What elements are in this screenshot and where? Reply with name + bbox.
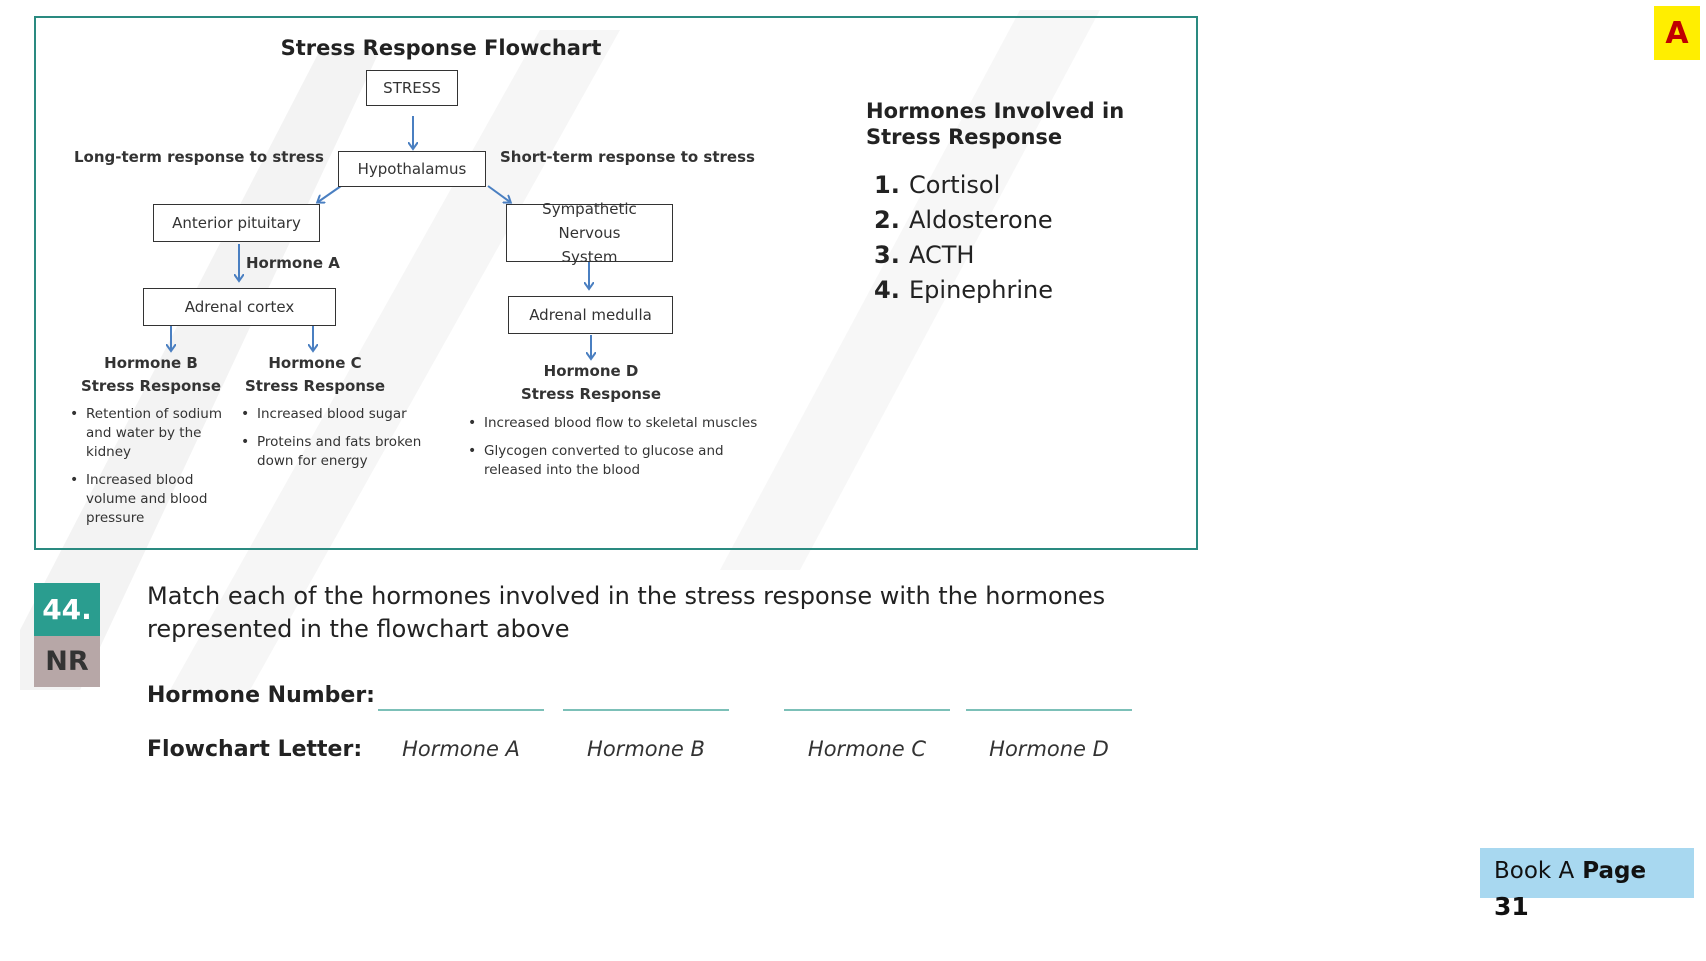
answer-key-badge: A	[1654, 6, 1700, 60]
hormone-list: 1.Cortisol 2.Aldosterone 3.ACTH 4.Epinep…	[874, 168, 1053, 308]
letter-hormone-c: Hormone C	[807, 737, 927, 761]
node-adrenal-cortex: Adrenal cortex	[143, 288, 336, 326]
question-text: Match each of the hormones involved in t…	[147, 582, 1106, 643]
hormone-c-title: Hormone C Stress Response	[244, 354, 386, 395]
list-item: Increased blood volume and blood pressur…	[70, 471, 230, 528]
arrow-hypothalamus-sympathetic	[487, 185, 510, 202]
letter-hormone-d: Hormone D	[989, 737, 1109, 761]
flowchart-arrows	[36, 116, 1200, 552]
page-label: Page	[1582, 858, 1647, 884]
flowchart-title: Stress Response Flowchart	[280, 36, 602, 60]
flowchart-figure: Stress Response Flowchart STRESS Hypotha…	[34, 16, 1198, 550]
node-sympathetic-nervous-system: Sympathetic Nervous System	[506, 200, 673, 266]
hormone-d-list: Increased blood flow to skeletal muscles…	[468, 414, 778, 489]
hormone-number-label: Hormone Number:	[147, 683, 375, 708]
node-stress: STRESS	[366, 70, 458, 106]
question-type-badge: NR	[34, 636, 100, 687]
node-hypothalamus: Hypothalamus	[338, 151, 486, 187]
list-item: Increased blood flow to skeletal muscles	[468, 414, 778, 433]
letter-hormone-a: Hormone A	[402, 737, 520, 761]
hormone-c-list: Increased blood sugar Proteins and fats …	[241, 405, 426, 480]
hormone-d-title: Hormone D Stress Response	[520, 362, 662, 403]
question-number-badge: 44.	[34, 583, 100, 636]
book-label: Book A	[1494, 858, 1575, 884]
hormones-heading: Hormones Involved in Stress Response	[866, 99, 1125, 149]
flowchart-letter-label: Flowchart Letter:	[147, 737, 363, 762]
node-anterior-pituitary: Anterior pituitary	[153, 204, 320, 242]
page-tag: Book A Page	[1480, 848, 1694, 898]
arrow-hypothalamus-pituitary	[318, 185, 342, 202]
list-item: 4.Epinephrine	[874, 276, 1053, 304]
list-item: 3.ACTH	[874, 241, 975, 269]
list-item: Glycogen converted to glucose and releas…	[468, 442, 778, 480]
list-item: Retention of sodium and water by the kid…	[70, 405, 230, 462]
list-item: 1.Cortisol	[874, 171, 1001, 199]
label-hormone-a: Hormone A	[246, 254, 340, 272]
node-adrenal-medulla: Adrenal medulla	[508, 296, 673, 334]
answer-blank-2[interactable]	[563, 709, 729, 711]
hormone-b-title: Hormone B Stress Response	[80, 354, 222, 395]
list-item: 2.Aldosterone	[874, 206, 1053, 234]
answer-blank-3[interactable]	[784, 709, 950, 711]
letter-hormone-b: Hormone B	[587, 737, 705, 761]
list-item: Proteins and fats broken down for energy	[241, 433, 426, 471]
hormone-b-list: Retention of sodium and water by the kid…	[70, 405, 230, 537]
answer-blank-4[interactable]	[966, 709, 1132, 711]
label-long-term: Long-term response to stress	[74, 148, 324, 166]
label-short-term: Short-term response to stress	[500, 148, 755, 166]
list-item: Increased blood sugar	[241, 405, 426, 424]
answer-blank-1[interactable]	[378, 709, 544, 711]
page-number: 31	[1494, 892, 1529, 921]
